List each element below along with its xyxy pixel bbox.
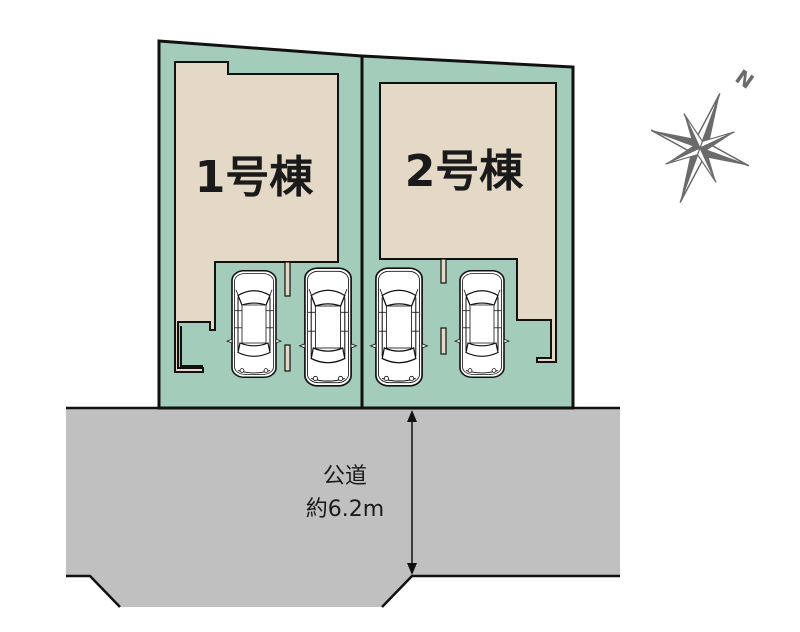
- lot-2-label: 2号棟: [405, 146, 525, 197]
- car-icon: [226, 269, 282, 379]
- lot-1-building: [174, 61, 339, 373]
- car-icon: [454, 269, 510, 379]
- compass-north-label: N: [731, 65, 758, 94]
- compass-icon: [650, 93, 750, 203]
- road-name: 公道: [323, 464, 367, 489]
- lot-1-label: 1号棟: [195, 152, 315, 203]
- car-icon: [369, 267, 429, 387]
- road-width: 約6.2m: [306, 497, 384, 522]
- lot-2: [360, 54, 575, 410]
- road-width-dimension: [407, 410, 417, 575]
- car-icon: [298, 267, 358, 387]
- lot-1: [157, 39, 364, 410]
- lot-2-building: [379, 82, 557, 363]
